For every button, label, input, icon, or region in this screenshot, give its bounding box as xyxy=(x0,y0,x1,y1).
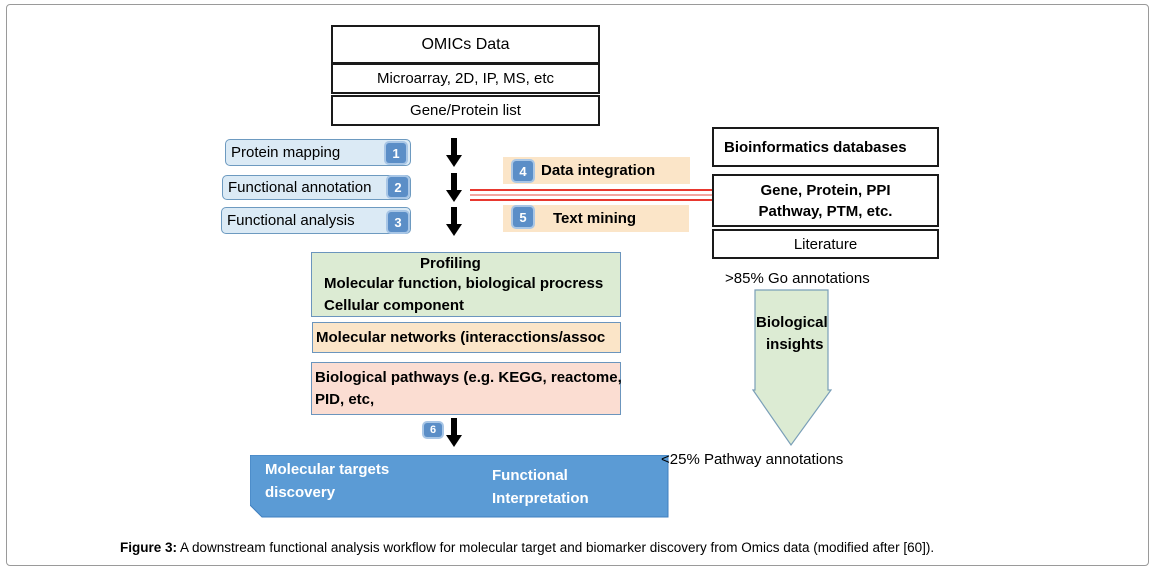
caption-label: Figure 3: xyxy=(120,540,178,555)
insights-line1: Biological xyxy=(756,314,828,331)
functional-interpretation-line1: Functional xyxy=(492,467,568,484)
step-6-badge-icon: 6 xyxy=(424,423,442,437)
omics-methods-label: Microarray, 2D, IP, MS, etc xyxy=(377,70,554,87)
text-mining-label: Text mining xyxy=(553,210,637,227)
functional-interpretation-line2: Interpretation xyxy=(492,490,589,507)
step-2-badge-icon: 2 xyxy=(388,177,408,197)
text-mining-box: Text mining xyxy=(503,205,689,232)
step-functional-analysis: Functional analysis xyxy=(221,207,411,234)
literature-box: Literature xyxy=(712,229,939,259)
step-5-badge-icon: 5 xyxy=(513,207,533,227)
down-arrow-icon xyxy=(446,418,462,447)
omics-data-box: OMICs Data xyxy=(331,25,600,64)
database-types-box: Gene, Protein, PPI Pathway, PTM, etc. xyxy=(712,174,939,227)
step-protein-mapping: Protein mapping xyxy=(225,139,411,166)
bioinformatics-databases-box: Bioinformatics databases xyxy=(712,127,939,167)
down-arrow-icon xyxy=(446,207,462,236)
molecular-targets-shape xyxy=(250,455,669,518)
step-3-badge-icon: 3 xyxy=(388,212,408,232)
molecular-networks-label: Molecular networks (interacctions/assoc xyxy=(316,329,606,346)
data-integration-box: Data integration xyxy=(503,157,690,184)
literature-label: Literature xyxy=(793,235,858,253)
profiling-box: Profiling Molecular function, biological… xyxy=(311,252,621,317)
targets-line1: Molecular targets xyxy=(265,461,390,478)
go-annotations-label: >85% Go annotations xyxy=(725,270,870,287)
step-1-badge-icon: 1 xyxy=(386,143,406,163)
database-types-line2: Pathway, PTM, etc. xyxy=(758,202,893,220)
data-integration-label: Data integration xyxy=(541,162,656,179)
step-functional-annotation: Functional annotation xyxy=(222,175,411,200)
gene-protein-list-box: Gene/Protein list xyxy=(331,95,600,126)
omics-methods-box: Microarray, 2D, IP, MS, etc xyxy=(331,63,600,94)
targets-line2: discovery xyxy=(265,484,336,501)
step-label: Protein mapping xyxy=(231,144,341,161)
down-arrow-icon xyxy=(446,173,462,202)
pathways-line2: PID, etc, xyxy=(315,391,375,408)
step-label: Functional annotation xyxy=(228,179,372,196)
profiling-line2: Cellular component xyxy=(324,297,465,314)
profiling-line1: Molecular function, biological procress xyxy=(324,275,604,292)
down-arrow-icon xyxy=(446,138,462,167)
molecular-networks-box: Molecular networks (interacctions/assoc xyxy=(312,322,621,353)
connector-line xyxy=(470,189,716,201)
figure-frame xyxy=(6,4,1149,566)
step-label: Functional analysis xyxy=(227,212,355,229)
insights-line2: insights xyxy=(766,336,824,353)
gene-protein-list-label: Gene/Protein list xyxy=(410,102,521,119)
bioinformatics-databases-title: Bioinformatics databases xyxy=(724,138,907,156)
pathway-annotations-label: <25% Pathway annotations xyxy=(661,451,844,468)
caption-text: A downstream functional analysis workflo… xyxy=(177,540,935,555)
biological-insights-arrow xyxy=(752,289,832,447)
step-4-badge-icon: 4 xyxy=(513,161,533,181)
biological-pathways-box: Biological pathways (e.g. KEGG, reactome… xyxy=(311,362,622,415)
database-types-line1: Gene, Protein, PPI xyxy=(760,181,891,199)
omics-data-title: OMICs Data xyxy=(421,35,510,53)
profiling-title: Profiling xyxy=(420,255,481,272)
figure-caption: Figure 3: A downstream functional analys… xyxy=(120,540,934,555)
pathways-line1: Biological pathways (e.g. KEGG, reactome… xyxy=(315,369,622,386)
